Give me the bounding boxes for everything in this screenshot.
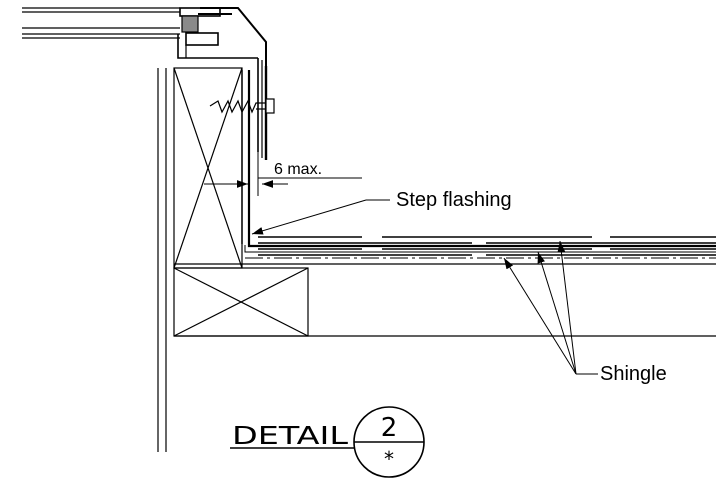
dimension-markers	[204, 152, 362, 196]
detail-number: 2	[381, 413, 398, 443]
shingle-leaders	[503, 240, 598, 375]
roof-structure	[173, 263, 716, 337]
shingle-courses	[258, 236, 716, 256]
step-flashing-label: Step flashing	[396, 189, 512, 211]
detail-word: DETAIL	[232, 421, 348, 450]
dimension-label: 6 max.	[274, 161, 322, 178]
step-flashing-leader	[251, 199, 390, 235]
detail-sheet-reference: *	[384, 447, 394, 471]
wall-stud	[157, 67, 243, 452]
window-frame	[22, 7, 268, 160]
detail-callout-shapes	[230, 406, 425, 478]
shingle-label: Shingle	[600, 363, 667, 385]
